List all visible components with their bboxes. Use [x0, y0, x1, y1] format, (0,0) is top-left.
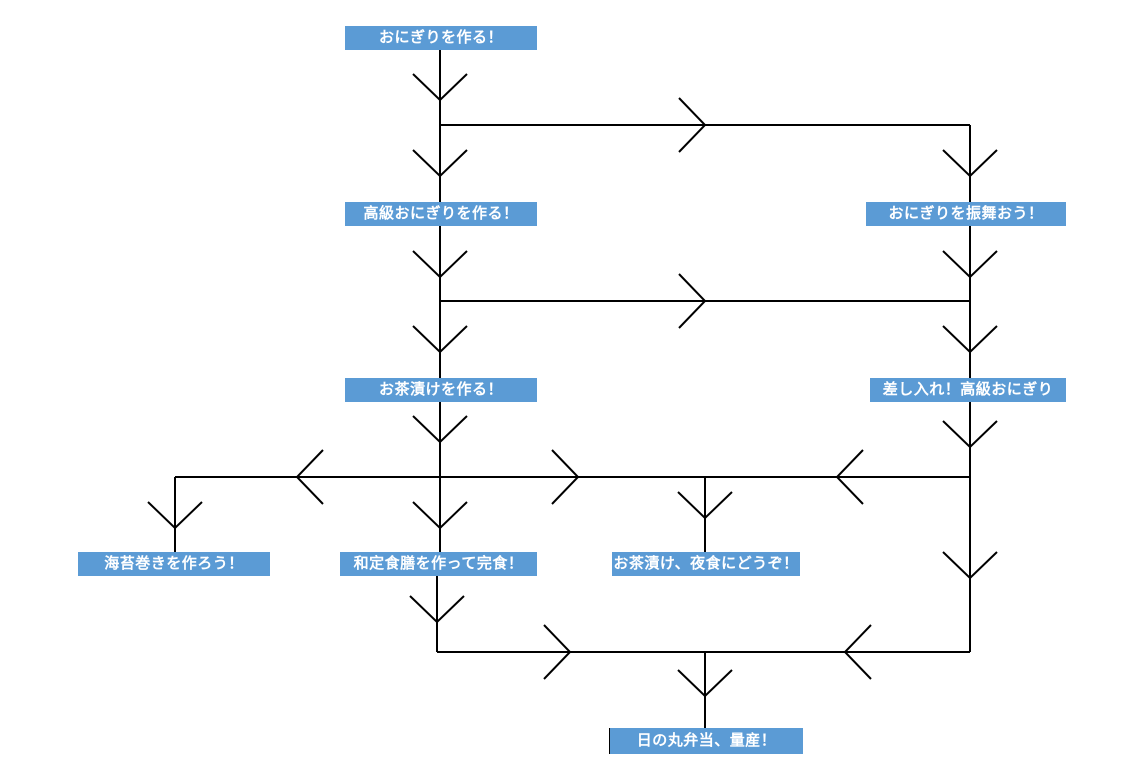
arrowhead-down-icon — [677, 669, 733, 698]
node-make-premium-onigiri: 高級おにぎりを作る！ — [345, 202, 537, 226]
arrowhead-down-icon — [147, 501, 203, 530]
arrowhead-down-icon — [409, 595, 465, 624]
node-serve-onigiri: おにぎりを振舞おう！ — [866, 202, 1066, 226]
node-ochazuke-night-snack: お茶漬け、夜食にどうぞ！ — [612, 552, 800, 576]
arrowhead-down-icon — [412, 501, 468, 530]
arrowhead-down-icon — [412, 73, 468, 102]
node-make-norimaki: 海苔巻きを作ろう！ — [78, 552, 270, 576]
node-gift-premium-onigiri: 差し入れ！高級おにぎり — [870, 378, 1066, 402]
arrowhead-down-icon — [412, 415, 468, 444]
node-make-onigiri: おにぎりを作る！ — [345, 26, 537, 50]
arrowhead-down-icon — [942, 149, 998, 178]
arrowhead-down-icon — [942, 325, 998, 354]
arrowhead-down-icon — [942, 420, 998, 449]
arrowhead-left-icon — [295, 449, 324, 505]
arrowhead-down-icon — [677, 491, 733, 520]
arrowhead-down-icon — [942, 551, 998, 580]
arrowhead-left-icon — [843, 624, 872, 680]
arrowhead-down-icon — [412, 325, 468, 354]
node-make-ochazuke: お茶漬けを作る！ — [345, 378, 537, 402]
arrowhead-right-icon — [543, 624, 572, 680]
arrowhead-down-icon — [412, 149, 468, 178]
arrowhead-right-icon — [551, 449, 580, 505]
arrowhead-right-icon — [678, 97, 707, 153]
arrowhead-left-icon — [835, 449, 864, 505]
node-make-set-meal: 和定食膳を作って完食！ — [340, 552, 537, 576]
node-hinomaru-bento: 日の丸弁当、量産！ — [610, 728, 803, 754]
connector-line — [174, 476, 970, 552]
arrowhead-down-icon — [942, 250, 998, 279]
arrowhead-down-icon — [412, 250, 468, 279]
arrowhead-right-icon — [678, 273, 707, 329]
